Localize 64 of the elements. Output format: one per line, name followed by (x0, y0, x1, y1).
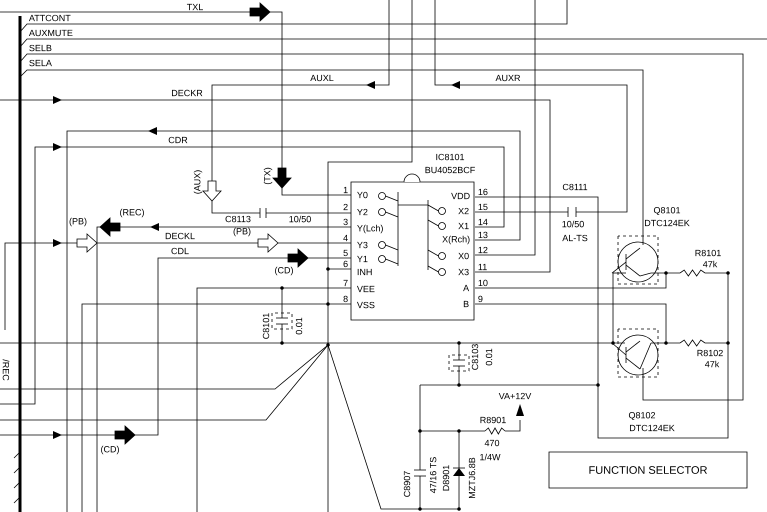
mode-label: (TX) (264, 168, 272, 184)
node-label: IC8101 (436, 154, 464, 160)
component-label: 10/50 (562, 220, 584, 228)
component-label: C8113 (226, 216, 251, 222)
node-label: 4 (343, 234, 348, 242)
signal-label: SELB (29, 44, 52, 52)
mode-label: (REC) (120, 208, 144, 218)
mode-label: (CD) (275, 266, 293, 276)
mode-label: (PB) (234, 228, 250, 236)
signal-label: AUXR (496, 74, 520, 82)
signal-label: AUXL (310, 74, 334, 82)
node-label: 11 (478, 264, 487, 270)
component-label: C8907 (404, 471, 410, 497)
component-label: 1/4W (480, 454, 500, 460)
mode-label: (PB) (70, 218, 86, 226)
component-label: DTC124EK (630, 424, 675, 432)
component-label: D8901 (442, 465, 450, 491)
signal-label: SELA (29, 60, 52, 66)
node-label: 6 (344, 260, 348, 268)
signal-label: VA+12V (498, 392, 532, 400)
component-label: AL-TS (562, 234, 588, 242)
mode-label: (AUX) (194, 170, 202, 194)
node-label: 1 (344, 186, 348, 194)
node-label: 15 (478, 204, 488, 210)
ic-chip: IC8101 BU4052BCF Y0 Y2 Y(Lch) Y3 Y1 INH VEE VSS VDD X2 X1 X(Rch) X0 X3 A B 1 2 3 4 5 6 7 8 16 15 14 13 12 11 10 9 (343, 154, 488, 320)
signal-label: DECKR (172, 90, 202, 96)
component-label: 0.01 (486, 348, 492, 366)
node-label: 12 (478, 246, 488, 254)
component-label: 47k (702, 260, 718, 268)
signal-label: AUXMUTE (28, 30, 73, 36)
node-label: 9 (478, 296, 482, 302)
component-label: 47/16 TS (430, 457, 436, 494)
component-label: R8102 (697, 350, 723, 356)
component-label: C8103 (472, 344, 478, 370)
component-label: Q8101 (654, 207, 680, 215)
component-label: 47k (704, 360, 720, 368)
component-label: TXL (186, 4, 203, 10)
signal-label: /REC (2, 359, 10, 380)
component-label: C8111 (562, 184, 588, 190)
component-label: 10/50 (289, 216, 311, 222)
component-label: DTC124EK (644, 220, 690, 226)
component-label: C8101 (262, 313, 270, 339)
node-label: 7 (344, 280, 348, 286)
signal-label: CDL (171, 248, 189, 254)
signal-label: CDR (168, 136, 188, 144)
signal-label: DECKL (166, 232, 195, 240)
node-label: 16 (478, 188, 488, 196)
component-label: R8101 (695, 250, 721, 256)
node-label: 8 (343, 296, 348, 302)
node-label: BU4052BCF (425, 166, 475, 174)
title-box: FUNCTION SELECTOR (548, 452, 748, 488)
component-label: MZTJ6.8B (468, 458, 476, 498)
component-label: Q8102 (628, 412, 656, 420)
node-label: 14 (478, 218, 488, 226)
component-label: R8901 (480, 416, 506, 424)
component-label: 0.01 (296, 318, 302, 334)
signal-label: ATTCONT (28, 14, 71, 22)
mode-label: (CD) (101, 446, 119, 454)
node-label: 13 (478, 232, 488, 238)
node-label: 3 (343, 218, 348, 226)
node-label: 2 (344, 204, 348, 210)
node-label: 5 (343, 250, 348, 256)
component-label: 470 (484, 440, 500, 446)
node-label: 10 (478, 280, 488, 286)
